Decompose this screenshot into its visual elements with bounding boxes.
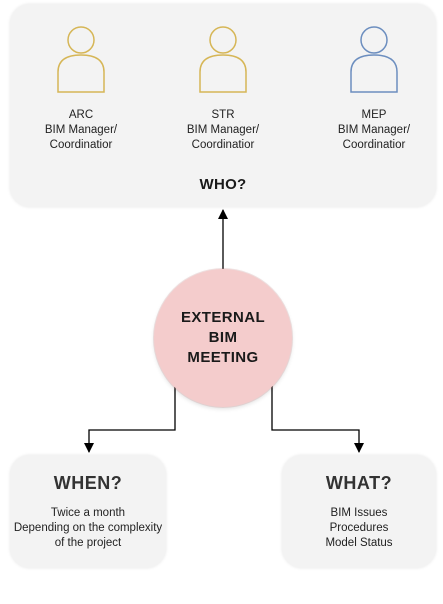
meeting-line1: EXTERNAL [180,309,266,326]
external-bim-meeting-node: EXTERNAL BIM MEETING [154,269,292,407]
role-abbr: ARC [68,109,94,121]
role-abbr: STR [211,109,235,121]
user-icon-arc [57,26,105,93]
role-abbr: MEP [361,109,387,121]
what-title: WHAT? [325,473,393,493]
user-icon-mep [350,26,398,93]
role-line2: Coordinatior [191,139,255,151]
role-line1: BIM Manager/ [337,124,411,136]
who-panel: ARC BIM Manager/ Coordinatior STR BIM Ma… [10,4,436,207]
person-arc: ARC BIM Manager/ Coordinatior [31,24,131,153]
arrow-to-what [271,386,364,453]
when-title: WHEN? [53,473,123,493]
person-mep: MEP BIM Manager/ Coordinatior [324,24,424,153]
who-title: WHO? [199,176,247,193]
when-line: Depending on the complexity [13,522,163,534]
what-line: Model Status [325,537,393,549]
person-str: STR BIM Manager/ Coordinatior [173,24,273,153]
what-line: BIM Issues [330,507,388,519]
what-panel: WHAT? BIM Issues Procedures Model Status [282,455,436,568]
user-icon-str [199,26,247,93]
meeting-line3: MEETING [187,349,259,366]
when-panel: WHEN? Twice a month Depending on the com… [10,455,166,568]
when-line: Twice a month [50,507,126,519]
meeting-line2: BIM [208,329,238,346]
arrow-to-when [84,386,176,453]
role-line2: Coordinatior [49,139,113,151]
when-line: of the project [54,537,122,549]
role-line2: Coordinatior [342,139,406,151]
role-line1: BIM Manager/ [186,124,260,136]
what-line: Procedures [329,522,389,534]
role-line1: BIM Manager/ [44,124,118,136]
